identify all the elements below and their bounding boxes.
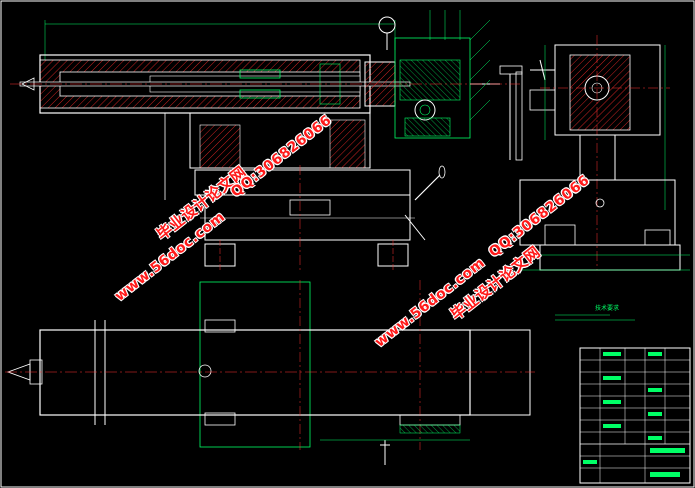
side-view [519, 35, 690, 271]
title-block [579, 347, 691, 484]
top-view [5, 280, 535, 465]
tech-notes [555, 314, 635, 321]
front-section-view [10, 10, 523, 270]
tech-requirements-title: 技术要求 [595, 305, 620, 312]
